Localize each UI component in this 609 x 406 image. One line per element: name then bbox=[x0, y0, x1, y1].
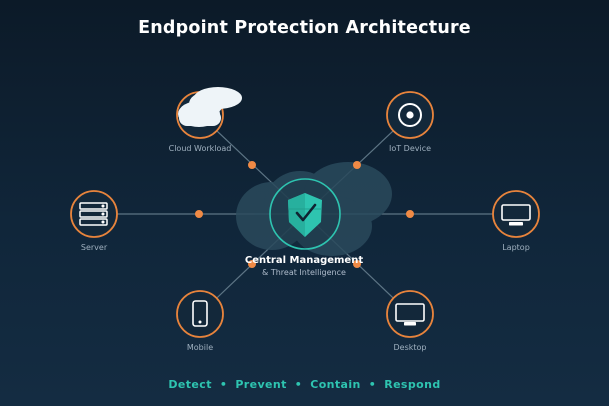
connector-dot-mobile bbox=[248, 260, 256, 268]
iot-sensor-icon bbox=[398, 103, 422, 127]
footer-item-detect: Detect bbox=[168, 378, 212, 391]
connector-dots bbox=[195, 161, 414, 268]
cloud-icon bbox=[178, 87, 242, 127]
shield-check-icon bbox=[288, 193, 322, 237]
footer-separator: • bbox=[368, 378, 377, 391]
node-mobile[interactable] bbox=[176, 290, 224, 338]
desktop-icon bbox=[395, 303, 425, 326]
central-management-title: Central Management bbox=[244, 255, 364, 266]
footer-item-respond: Respond bbox=[384, 378, 441, 391]
footer-capabilities: Detect • Prevent • Contain • Respond bbox=[0, 378, 609, 391]
node-label-server: Server bbox=[80, 243, 108, 252]
footer-item-contain: Contain bbox=[310, 378, 361, 391]
mobile-icon bbox=[192, 300, 208, 327]
node-cloud-workload[interactable] bbox=[176, 87, 242, 139]
footer-item-prevent: Prevent bbox=[235, 378, 287, 391]
laptop-icon bbox=[501, 204, 531, 226]
node-laptop[interactable] bbox=[492, 190, 540, 238]
central-management-subtitle: & Threat Intelligence bbox=[262, 268, 346, 277]
node-label-laptop: Laptop bbox=[502, 243, 530, 252]
connector-dot-iot bbox=[353, 161, 361, 169]
node-label-desktop: Desktop bbox=[393, 343, 427, 352]
connector-dot-cloud bbox=[248, 161, 256, 169]
server-icon bbox=[79, 202, 108, 226]
node-label-mobile: Mobile bbox=[186, 343, 214, 352]
node-desktop[interactable] bbox=[386, 290, 434, 338]
footer-separator: • bbox=[294, 378, 303, 391]
node-server[interactable] bbox=[70, 190, 118, 238]
connector-dot-laptop bbox=[406, 210, 414, 218]
node-iot-device[interactable] bbox=[386, 91, 434, 139]
connector-dot-desktop bbox=[353, 260, 361, 268]
central-hub[interactable] bbox=[269, 178, 341, 250]
node-label-cloud-workload: Cloud Workload bbox=[168, 144, 232, 153]
connector-dot-server bbox=[195, 210, 203, 218]
footer-separator: • bbox=[219, 378, 228, 391]
node-label-iot-device: IoT Device bbox=[388, 144, 432, 153]
diagram-title: Endpoint Protection Architecture bbox=[138, 18, 471, 38]
